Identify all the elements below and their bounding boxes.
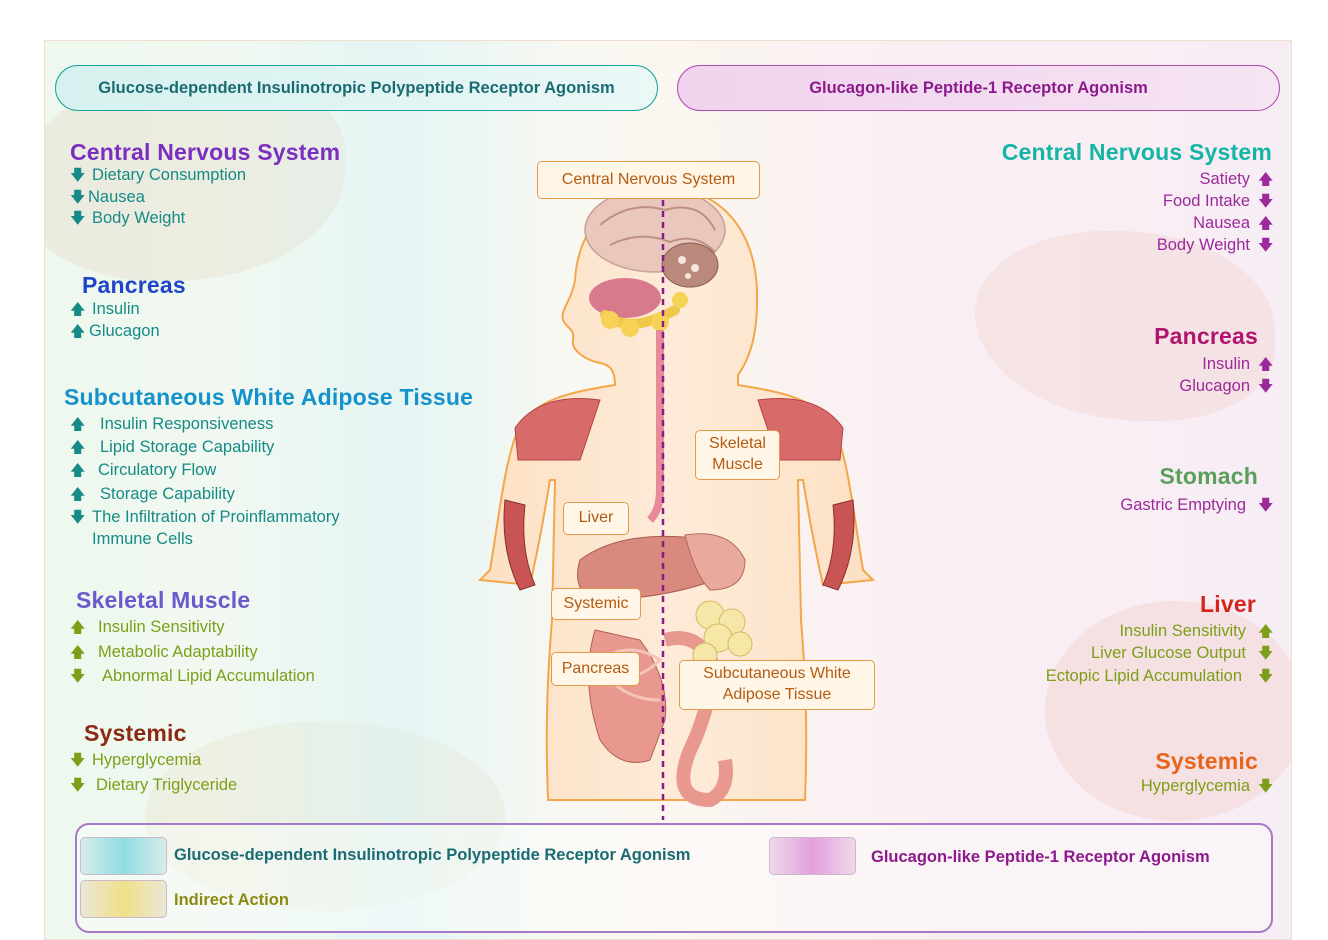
arrow-down-icon: 🡇 [70, 190, 82, 205]
left-cns-item: 🡇Nausea [70, 188, 145, 207]
right-pancreas-title: Pancreas [1154, 323, 1258, 350]
left-cns-item: 🡇Body Weight [70, 209, 185, 228]
arrow-down-icon: 🡇 [70, 168, 82, 183]
right-stomach-title: Stomach [1159, 463, 1258, 490]
right-systemic-title: Systemic [1155, 748, 1258, 775]
arrow-up-icon: 🡅 [1258, 216, 1270, 231]
left-swat-item: 🡇The Infiltration of Proinflammatory [70, 508, 340, 527]
arrow-down-icon: 🡇 [1258, 238, 1270, 253]
arrow-up-icon: 🡅 [1258, 172, 1270, 187]
legend-label-gip: Glucose-dependent Insulinotropic Polypep… [174, 846, 690, 865]
left-muscle-item: 🡅Metabolic Adaptability [70, 643, 258, 662]
right-liver-title: Liver [1200, 591, 1256, 618]
legend-label-glp1: Glucagon-like Peptide-1 Receptor Agonism [871, 848, 1210, 867]
left-systemic-item: 🡇Dietary Triglyceride [70, 776, 237, 795]
legend-swatch-indirect [80, 880, 167, 918]
left-swat-item: 🡅Storage Capability [70, 485, 235, 504]
left-swat-item: 🡅Circulatory Flow [70, 461, 216, 480]
right-systemic-item: Hyperglycemia🡇 [1141, 777, 1270, 796]
arrow-up-icon: 🡅 [70, 487, 82, 502]
oral-cavity [589, 278, 661, 318]
left-systemic-item: 🡇Hyperglycemia [70, 751, 201, 770]
right-cns-item: Nausea🡅 [1193, 214, 1270, 233]
header-glp1: Glucagon-like Peptide-1 Receptor Agonism [677, 65, 1280, 111]
arrow-down-icon: 🡇 [70, 753, 82, 768]
right-cns-item: Satiety🡅 [1200, 170, 1270, 189]
arrow-down-icon: 🡇 [1258, 646, 1270, 661]
body-label-liver: Liver [563, 502, 629, 535]
arrow-up-icon: 🡅 [1258, 357, 1270, 372]
right-liver-item: Liver Glucose Output🡇 [1091, 644, 1270, 663]
arrow-down-icon: 🡇 [1258, 669, 1270, 684]
body-label-cns: Central Nervous System [537, 161, 760, 199]
left-pancreas-item: 🡅Insulin [70, 300, 140, 319]
legend-swatch-gip [80, 837, 167, 875]
right-pancreas-item: Glucagon🡇 [1179, 377, 1270, 396]
left-muscle-title: Skeletal Muscle [76, 587, 250, 614]
right-liver-item: Ectopic Lipid Accumulation🡇 [1046, 667, 1270, 686]
arrow-up-icon: 🡅 [70, 324, 82, 339]
right-pancreas-item: Insulin🡅 [1202, 355, 1270, 374]
left-cns-title: Central Nervous System [70, 139, 340, 166]
arrow-up-icon: 🡅 [70, 440, 82, 455]
arrow-up-icon: 🡅 [70, 302, 82, 317]
arrow-up-icon: 🡅 [70, 645, 82, 660]
human-body-illustration [460, 160, 900, 820]
arrow-up-icon: 🡅 [1258, 624, 1270, 639]
arrow-down-icon: 🡇 [1258, 194, 1270, 209]
arrow-up-icon: 🡅 [70, 463, 82, 478]
arrow-down-icon: 🡇 [70, 510, 82, 525]
arrow-down-icon: 🡇 [70, 211, 82, 226]
arrow-down-icon: 🡇 [1258, 779, 1270, 794]
left-pancreas-title: Pancreas [82, 272, 186, 299]
right-cns-item: Food Intake🡇 [1163, 192, 1270, 211]
legend-label-indirect: Indirect Action [174, 891, 289, 910]
arrow-up-icon: 🡅 [70, 620, 82, 635]
cerebellum [662, 243, 718, 287]
body-label-systemic: Systemic [551, 588, 641, 620]
arrow-down-icon: 🡇 [70, 669, 82, 684]
left-swat-item: 🡅Insulin Responsiveness [70, 415, 273, 434]
arrow-down-icon: 🡇 [1258, 498, 1270, 513]
right-cns-title: Central Nervous System [1002, 139, 1272, 166]
left-muscle-item: 🡇Abnormal Lipid Accumulation [70, 667, 315, 686]
left-cns-item: 🡇Dietary Consumption [70, 166, 246, 185]
right-cns-item: Body Weight🡇 [1157, 236, 1270, 255]
arrow-up-icon: 🡅 [70, 417, 82, 432]
arrow-down-icon: 🡇 [1258, 379, 1270, 394]
left-muscle-item: 🡅Insulin Sensitivity [70, 618, 225, 637]
body-label-pancreas: Pancreas [551, 652, 640, 686]
right-liver-item: Insulin Sensitivity🡅 [1119, 622, 1270, 641]
left-systemic-title: Systemic [84, 720, 187, 747]
legend [75, 823, 1273, 933]
left-swat-item-continued: Immune Cells [92, 530, 193, 549]
left-pancreas-item: 🡅Glucagon [70, 322, 160, 341]
arrow-down-icon: 🡇 [70, 778, 82, 793]
header-gip: Glucose-dependent Insulinotropic Polypep… [55, 65, 658, 111]
legend-swatch-glp1 [769, 837, 856, 875]
left-swat-item: 🡅Lipid Storage Capability [70, 438, 274, 457]
right-stomach-item: Gastric Emptying🡇 [1120, 496, 1270, 515]
left-swat-title: Subcutaneous White Adipose Tissue [64, 384, 473, 411]
